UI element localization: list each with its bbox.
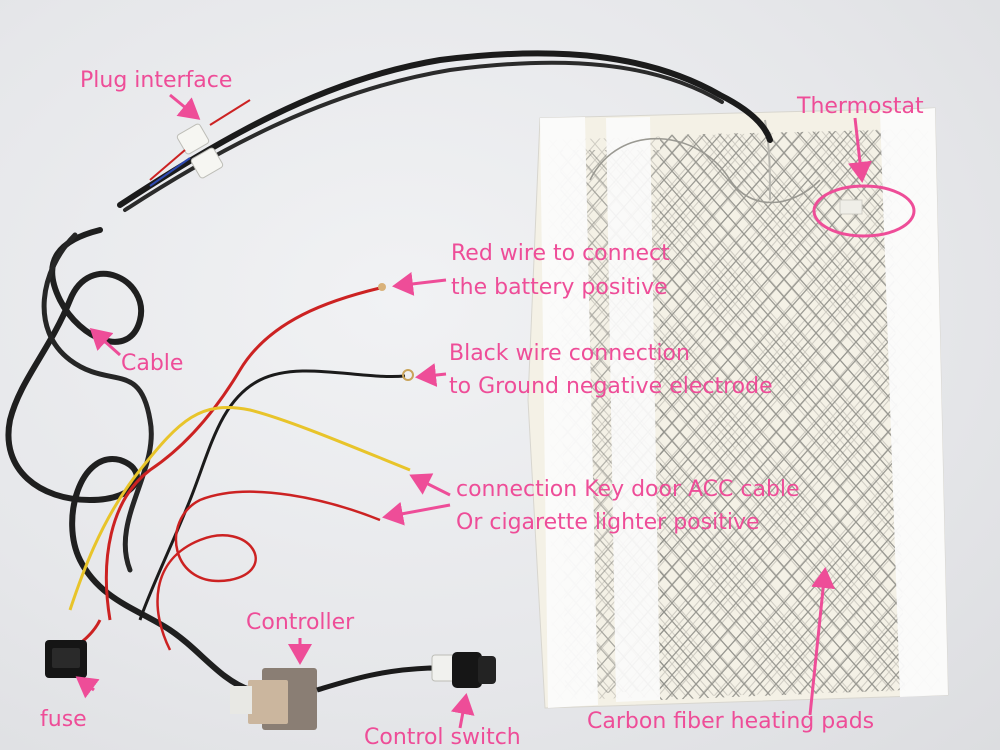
black-wire (138, 369, 406, 621)
black-wire-ring (402, 369, 414, 381)
red-wire-label-line2: the battery positive (451, 275, 668, 300)
heating-pad (527, 107, 949, 709)
black-wire-label-line1: Black wire connection (449, 341, 690, 366)
carbon-pads-label: Carbon fiber heating pads (587, 709, 875, 734)
fuse-label: fuse (40, 707, 87, 732)
red-loop-wire (156, 490, 381, 651)
black-wire-label-line2: to Ground negative electrode (449, 374, 773, 399)
control-switch-plug (431, 652, 496, 688)
controller-box (230, 665, 461, 730)
red-wire-label-line1: Red wire to connect (451, 241, 670, 266)
acc-label-line1: connection Key door ACC cable (456, 477, 800, 502)
acc-label-line2: Or cigarette lighter positive (456, 510, 760, 535)
red-wire-terminal (378, 283, 386, 291)
yellow-wire (68, 406, 411, 611)
thermostat-circle (812, 184, 916, 238)
fuse-holder (45, 619, 102, 678)
controller-label: Controller (246, 610, 355, 635)
thermostat-label: Thermostat (797, 94, 924, 119)
plug-connectors (149, 99, 251, 187)
thermostat-chip (839, 199, 863, 215)
red-wire (104, 286, 381, 621)
cable-label: Cable (121, 351, 184, 376)
plug-interface-label: Plug interface (80, 68, 233, 93)
control-switch-label: Control switch (364, 725, 521, 750)
annotation-arrows (75, 93, 872, 729)
